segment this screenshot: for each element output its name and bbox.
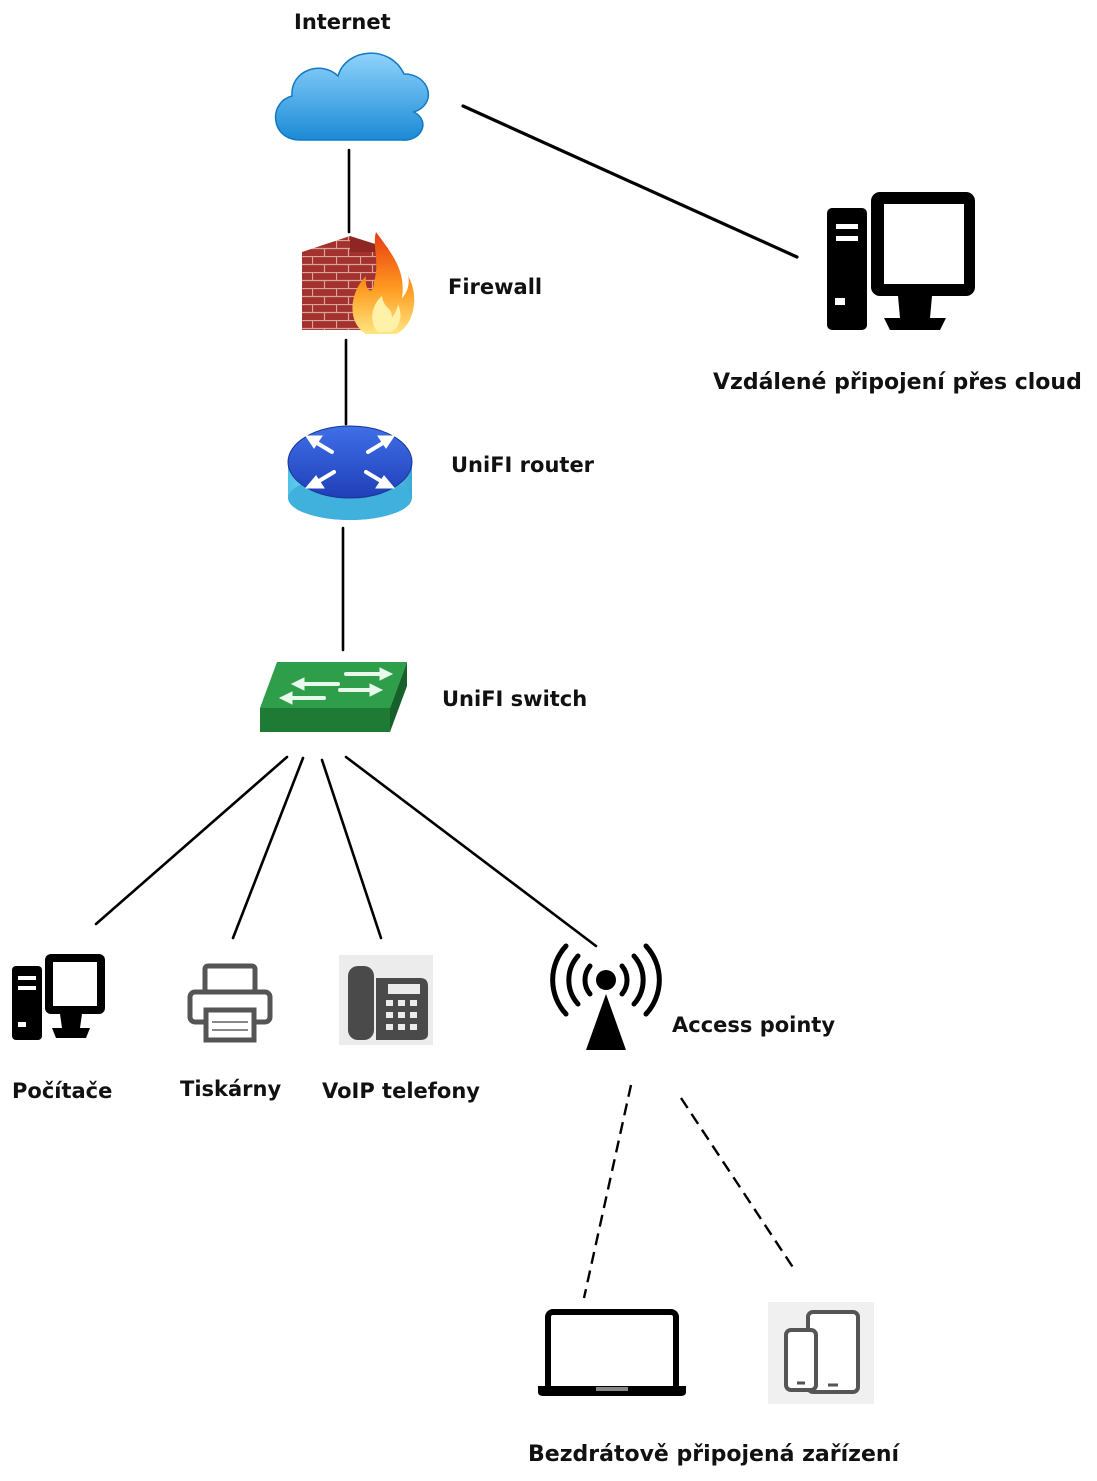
firewall-label: Firewall (448, 275, 543, 299)
access-points-label: Access pointy (672, 1013, 836, 1037)
firewall-icon (302, 232, 415, 334)
desktop-computer-icon (12, 954, 105, 1040)
router-label: UniFI router (451, 453, 595, 477)
desk-phone-icon (339, 955, 433, 1045)
link-ap-laptop (582, 1084, 633, 1299)
cloud-icon (275, 52, 430, 141)
voip-label: VoIP telefony (322, 1079, 480, 1103)
laptop-icon (538, 1309, 686, 1396)
link-internet-remote (461, 104, 799, 259)
wireless-antenna-icon (550, 943, 662, 1050)
link-ap-mobile (679, 1097, 798, 1273)
desktop-computer-icon (827, 192, 975, 330)
switch-label: UniFI switch (442, 687, 588, 711)
link-switch-voip (320, 758, 383, 940)
router-icon (287, 425, 413, 520)
wired-links (94, 104, 799, 948)
internet-label: Internet (294, 10, 391, 34)
mobile-devices-icon (768, 1302, 874, 1404)
remote-access-label: Vzdálené připojení přes cloud (713, 370, 1082, 395)
link-switch-computers (94, 755, 289, 926)
link-switch-access-points (344, 755, 598, 948)
printer-icon (187, 963, 273, 1043)
wireless-links (582, 1084, 798, 1299)
link-switch-printers (231, 756, 305, 940)
printers-label: Tiskárny (180, 1077, 282, 1101)
switch-icon (260, 662, 407, 732)
computers-label: Počítače (12, 1079, 113, 1103)
wireless-devices-label: Bezdrátově připojená zařízení (528, 1442, 900, 1467)
